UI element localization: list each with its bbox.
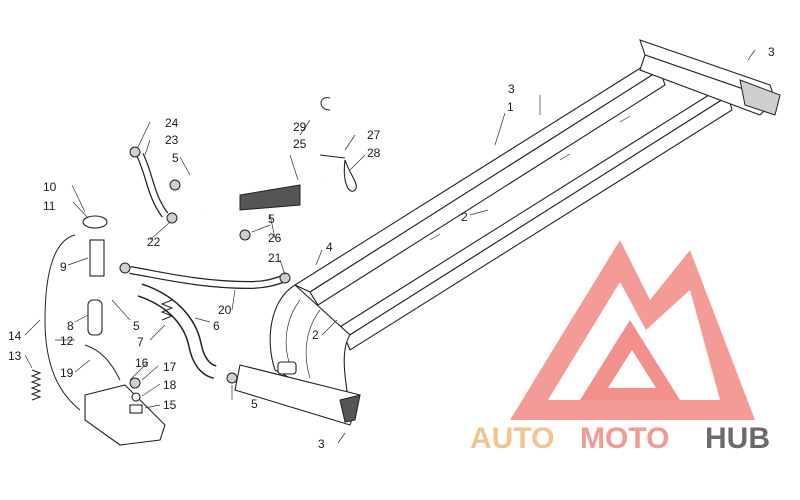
callout-20: 20: [218, 303, 232, 317]
callout-10: 10: [43, 180, 57, 194]
callout-15: 15: [163, 398, 177, 412]
callout-2: 2: [461, 210, 468, 224]
coolant-hoses: [30, 97, 357, 446]
callout-3: 3: [508, 82, 515, 96]
frame-rail-assembly: [234, 39, 781, 426]
callout-25: 25: [293, 137, 307, 151]
leader-lines: [24, 49, 756, 444]
callout-1: 1: [507, 100, 514, 114]
watermark-auto: AUTO: [470, 422, 554, 455]
callout-27: 27: [367, 128, 381, 142]
callout-5: 5: [133, 319, 140, 333]
callout-labels: 1 2 2 2 3 3 3 4 5 5 5 5 5 6 7 8 9 10 11 …: [8, 45, 775, 451]
callout-17: 17: [163, 360, 177, 374]
callout-29: 29: [293, 120, 307, 134]
callout-9: 9: [60, 260, 67, 274]
callout-28: 28: [367, 146, 381, 160]
callout-3: 3: [768, 45, 775, 59]
callout-2: 2: [312, 328, 319, 342]
callout-23: 23: [165, 133, 179, 147]
callout-5: 5: [251, 397, 258, 411]
watermark-text: AUTO MOTO HUB: [470, 422, 770, 455]
callout-26: 26: [268, 231, 282, 245]
callout-8: 8: [67, 319, 74, 333]
callout-13: 13: [8, 349, 22, 363]
callout-12: 12: [60, 334, 74, 348]
callout-5: 5: [172, 151, 179, 165]
callout-19: 19: [60, 366, 74, 380]
callout-22: 22: [147, 235, 161, 249]
callout-5: 5: [268, 212, 275, 226]
callout-4: 4: [326, 240, 333, 254]
callout-7: 7: [137, 335, 144, 349]
callout-21: 21: [268, 251, 282, 265]
autotmotohub-logo: [510, 240, 755, 420]
callout-14: 14: [8, 329, 22, 343]
callout-18: 18: [163, 378, 177, 392]
callout-16: 16: [135, 356, 149, 370]
callout-6: 6: [213, 319, 220, 333]
watermark-hub: HUB: [705, 422, 770, 455]
callout-24: 24: [165, 116, 179, 130]
callout-11: 11: [43, 199, 56, 213]
callout-3: 3: [318, 437, 325, 451]
watermark-moto: MOTO: [580, 422, 669, 455]
